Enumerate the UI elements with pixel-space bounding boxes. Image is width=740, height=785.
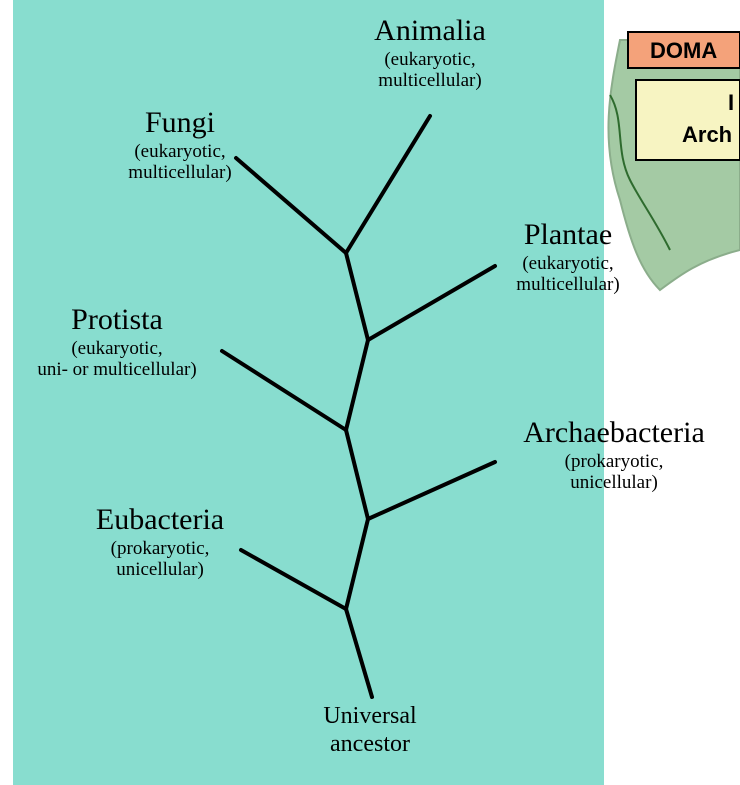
kingdom-desc: (eukaryotic, uni- or multicellular) <box>2 338 232 382</box>
kingdom-desc: (prokaryotic, unicellular) <box>496 451 732 495</box>
label-plantae: Plantae (eukaryotic, multicellular) <box>478 218 658 296</box>
branch-trunk-3 <box>346 340 368 430</box>
kingdom-name: Eubacteria <box>60 503 260 538</box>
corner-badge-top: DOMA <box>650 38 717 64</box>
kingdom-desc: (prokaryotic, unicellular) <box>60 538 260 582</box>
kingdom-desc: (eukaryotic, multicellular) <box>478 253 658 297</box>
branch-archaebacteria <box>368 462 495 519</box>
label-universal-ancestor: Universal ancestor <box>290 703 450 758</box>
label-fungi: Fungi (eukaryotic, multicellular) <box>80 106 280 184</box>
branch-trunk-1 <box>346 519 368 609</box>
label-animalia: Animalia (eukaryotic, multicellular) <box>330 14 530 92</box>
label-protista: Protista (eukaryotic, uni- or multicellu… <box>2 303 232 381</box>
branch-animalia <box>346 116 430 253</box>
label-eubacteria: Eubacteria (prokaryotic, unicellular) <box>60 503 260 581</box>
branch-trunk-4 <box>346 253 368 340</box>
kingdom-name: Plantae <box>478 218 658 253</box>
branch-protista <box>222 351 346 430</box>
kingdom-name: Archaebacteria <box>496 416 732 451</box>
branch-trunk-2 <box>346 430 368 519</box>
kingdom-desc: (eukaryotic, multicellular) <box>330 49 530 93</box>
label-archaebacteria: Archaebacteria (prokaryotic, unicellular… <box>496 416 732 494</box>
kingdom-name: Fungi <box>80 106 280 141</box>
kingdom-name: Protista <box>2 303 232 338</box>
corner-badge-line2: Arch <box>682 122 732 148</box>
branch-trunk-root <box>346 609 372 697</box>
kingdom-desc: (eukaryotic, multicellular) <box>80 141 280 185</box>
corner-badge-line1: I <box>728 90 734 116</box>
branch-plantae <box>368 266 495 340</box>
kingdom-name: Animalia <box>330 14 530 49</box>
